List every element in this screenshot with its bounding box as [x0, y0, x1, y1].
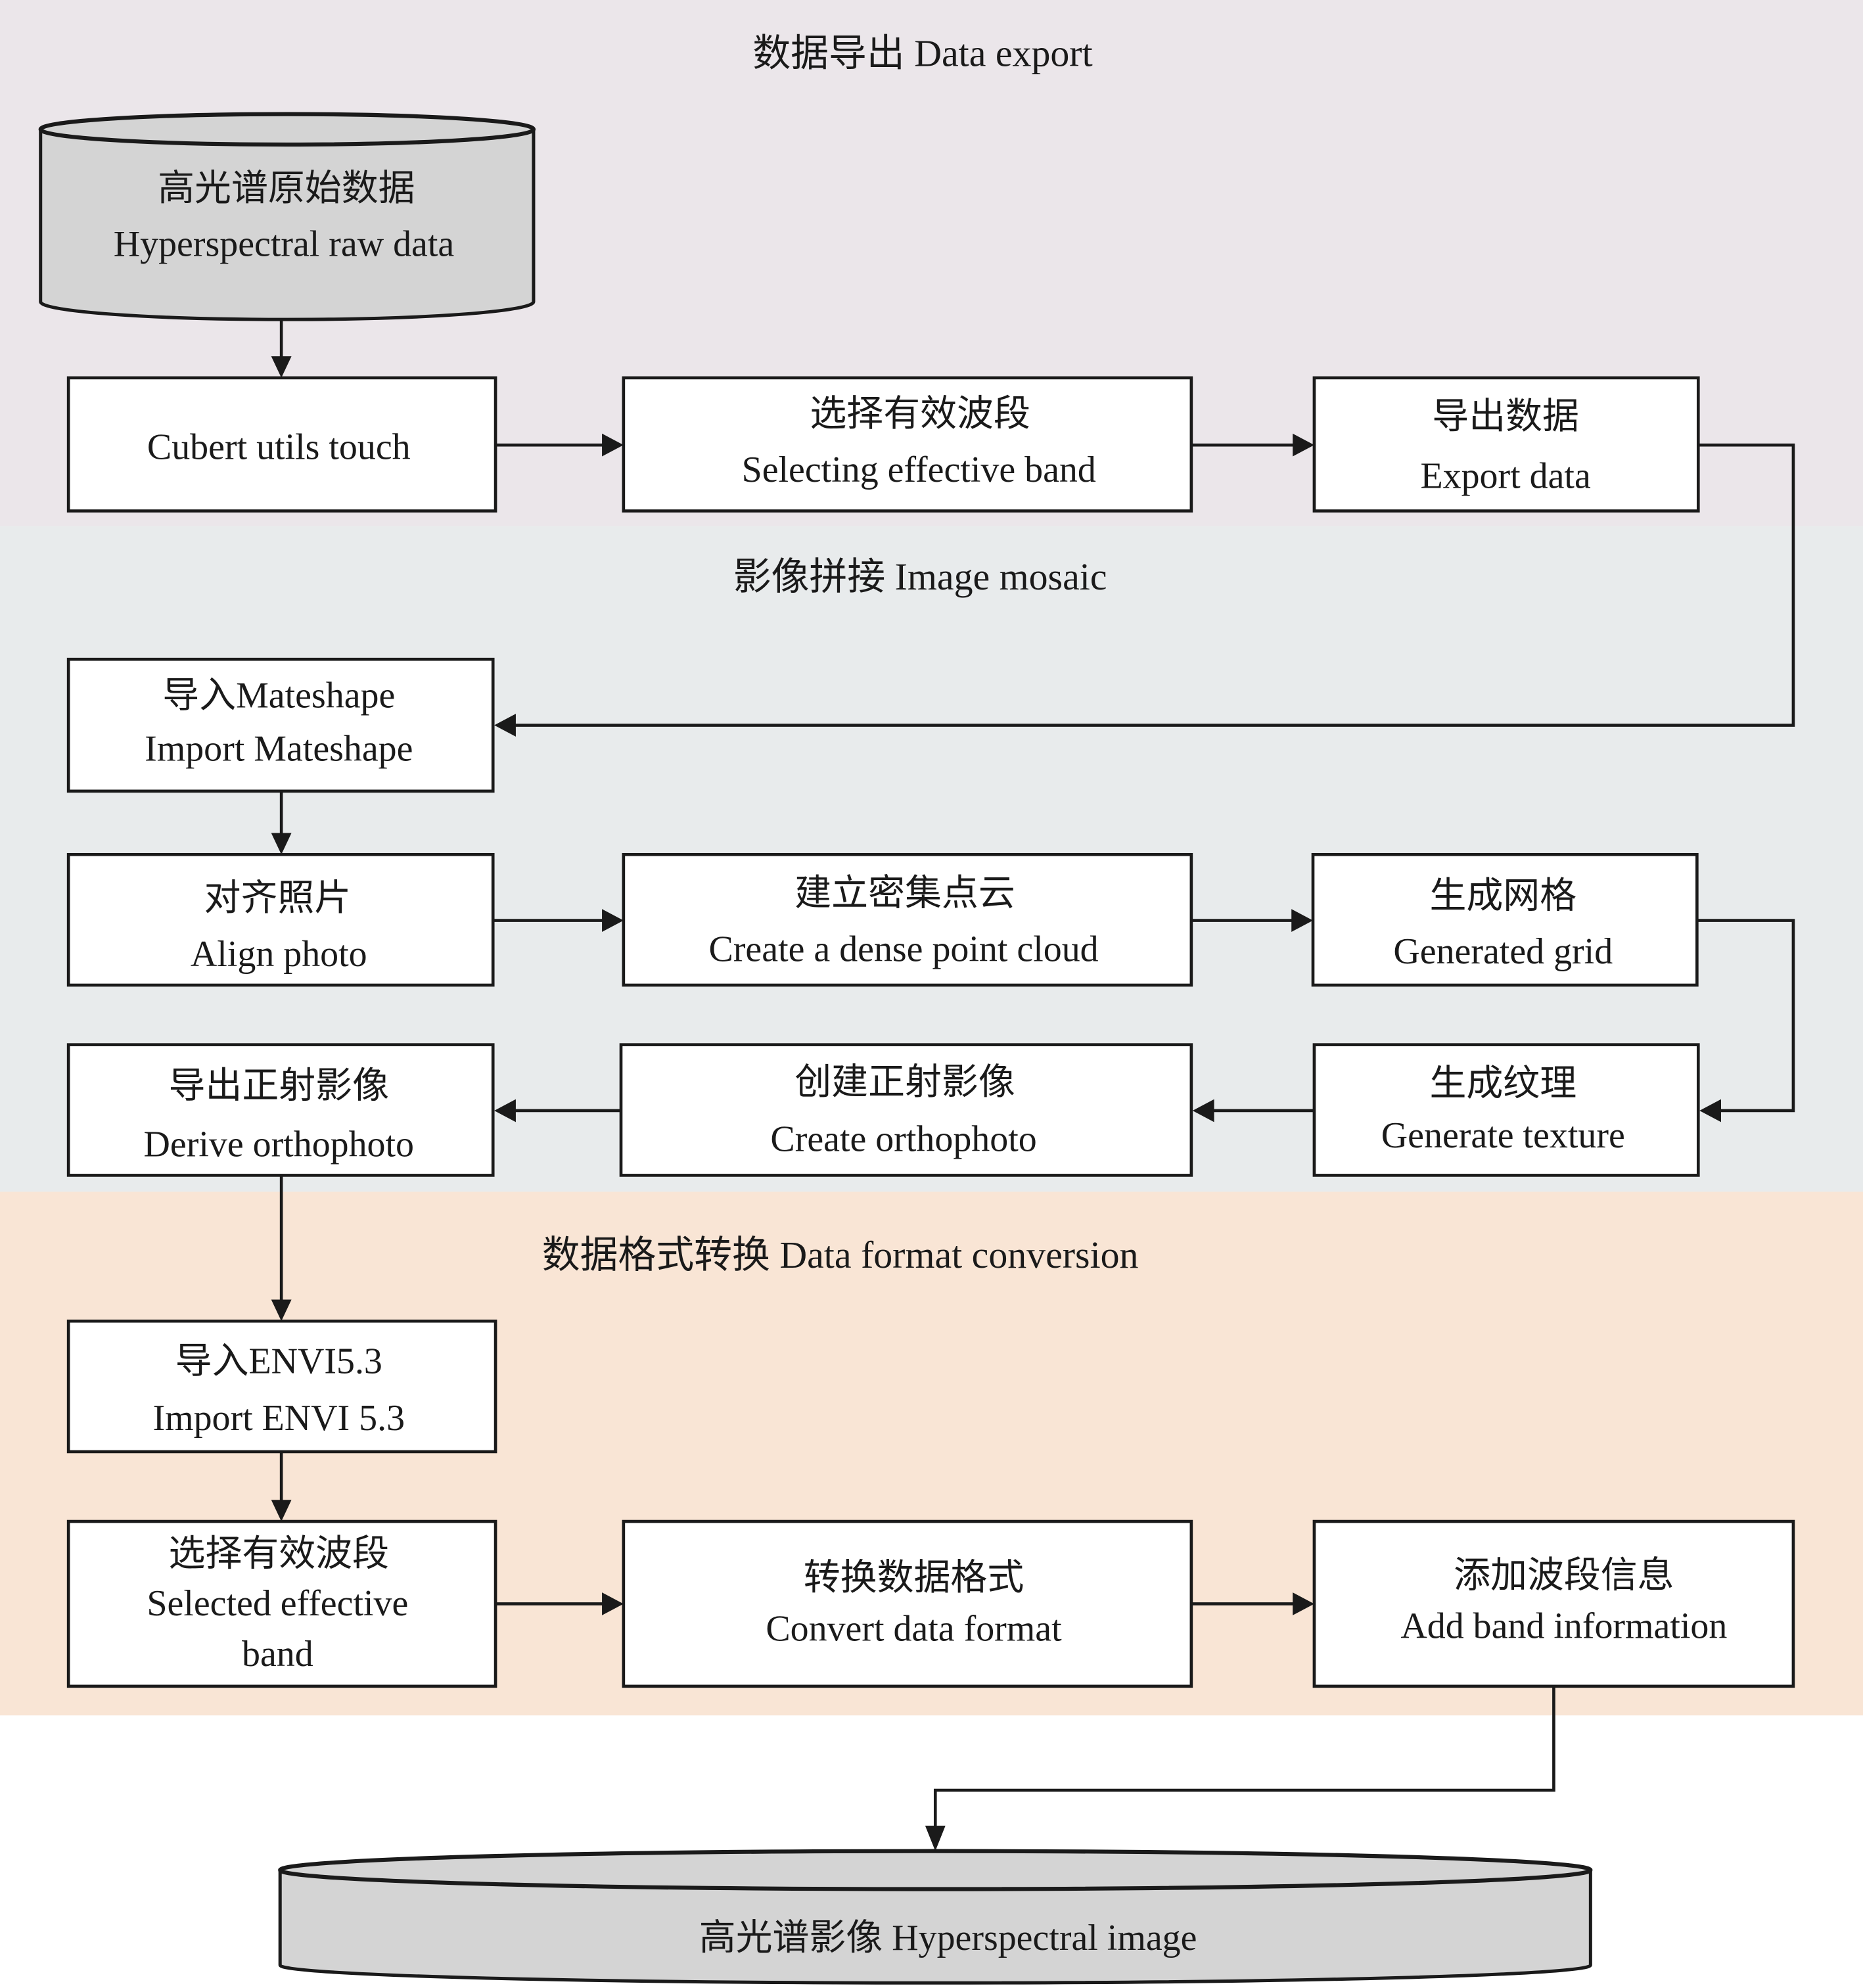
process-box — [66, 657, 495, 793]
node-label: 导入Mateshape — [162, 675, 395, 716]
node-label: Derive orthophoto — [144, 1124, 414, 1165]
node-label: Add band information — [1400, 1606, 1727, 1647]
node-label: Hyperspectral raw data — [114, 224, 455, 265]
node-import-envi: 导入ENVI5.3 Import ENVI 5.3 — [66, 1319, 497, 1454]
node-label: Generated grid — [1393, 931, 1613, 972]
process-box — [66, 852, 495, 987]
process-box — [66, 1519, 497, 1688]
node-hyperspectral-image: 高光谱影像 Hyperspectral image — [278, 1849, 1593, 1985]
node-label: Align photo — [191, 934, 367, 975]
arrowhead-left-icon — [494, 1099, 516, 1122]
node-cubert: Cubert utils touch — [66, 376, 497, 513]
node-label: band — [242, 1634, 313, 1675]
node-label: 转换数据格式 — [804, 1558, 1024, 1598]
process-box — [1312, 376, 1700, 513]
node-generate-texture: 生成纹理 Generate texture — [1312, 1043, 1700, 1177]
arrowhead-down-icon — [925, 1826, 946, 1851]
section-title-image-mosaic: 影像拼接 Image mosaic — [733, 555, 1107, 598]
node-label: Selected effective — [147, 1583, 408, 1624]
node-label: 生成网格 — [1429, 875, 1576, 916]
node-dense-cloud: 建立密集点云 Create a dense point cloud — [622, 852, 1193, 987]
node-export-data: 导出数据 Export data — [1312, 376, 1700, 513]
node-label: 创建正射影像 — [794, 1062, 1015, 1103]
node-label: 建立密集点云 — [794, 873, 1015, 913]
node-label: Cubert utils touch — [147, 427, 411, 467]
node-raw-data: 高光谱原始数据 Hyperspectral raw data — [38, 112, 536, 321]
node-label: 选择有效波段 — [169, 1534, 389, 1575]
process-box — [622, 1519, 1193, 1688]
section-title-format-conversion: 数据格式转换 Data format conversion — [542, 1234, 1139, 1276]
database-icon — [278, 1870, 1592, 1985]
process-box — [622, 852, 1193, 987]
arrowhead-left-icon — [1699, 1099, 1721, 1122]
node-label: 生成纹理 — [1429, 1063, 1576, 1104]
arrowhead-right-icon — [602, 433, 624, 457]
node-label: 添加波段信息 — [1454, 1555, 1674, 1596]
edge-grid-to-texture — [1697, 919, 1795, 1113]
database-icon — [39, 129, 536, 321]
node-create-orthophoto: 创建正射影像 Create orthophoto — [619, 1043, 1193, 1177]
arrowhead-down-icon — [271, 356, 292, 378]
process-box — [1312, 1043, 1700, 1177]
process-box — [1311, 852, 1699, 987]
arrowhead-left-icon — [494, 714, 516, 737]
node-label: 高光谱影像 Hyperspectral image — [699, 1918, 1197, 1958]
arrowhead-down-icon — [271, 1500, 292, 1522]
node-add-band-info: 添加波段信息 Add band information — [1312, 1519, 1795, 1688]
arrowhead-right-icon — [602, 1592, 624, 1615]
process-box — [66, 1043, 495, 1177]
arrowhead-right-icon — [1291, 909, 1313, 932]
arrowhead-right-icon — [1293, 433, 1314, 457]
arrowhead-down-icon — [271, 833, 292, 855]
process-box — [66, 376, 497, 513]
node-label: Generate texture — [1381, 1115, 1625, 1156]
node-label: Export data — [1421, 456, 1591, 497]
node-derive-orthophoto: 导出正射影像 Derive orthophoto — [66, 1043, 495, 1177]
process-box — [622, 376, 1193, 513]
node-align-photo: 对齐照片 Align photo — [66, 852, 495, 987]
process-box — [1312, 1519, 1795, 1688]
node-import-mateshape: 导入Mateshape Import Mateshape — [66, 657, 495, 793]
section-title-data-export: 数据导出 Data export — [752, 32, 1092, 74]
node-label: 导出数据 — [1432, 396, 1579, 437]
arrowhead-right-icon — [1293, 1592, 1314, 1615]
database-top — [38, 112, 536, 147]
connectors — [271, 318, 1795, 1851]
process-box — [619, 1043, 1193, 1177]
node-label: 高光谱原始数据 — [158, 168, 415, 209]
database-top — [278, 1849, 1593, 1891]
node-label: 导入ENVI5.3 — [175, 1341, 382, 1381]
node-label: Create a dense point cloud — [709, 929, 1099, 969]
arrowhead-down-icon — [271, 1299, 292, 1322]
node-label: Import Mateshape — [145, 729, 413, 770]
node-select-band-2: 选择有效波段 Selected effective band — [66, 1519, 497, 1688]
node-generated-grid: 生成网格 Generated grid — [1311, 852, 1699, 987]
node-label: 选择有效波段 — [810, 394, 1030, 434]
node-label: Convert data format — [766, 1608, 1062, 1649]
node-select-band-1: 选择有效波段 Selecting effective band — [622, 376, 1193, 513]
node-label: 导出正射影像 — [169, 1066, 389, 1107]
arrowhead-left-icon — [1192, 1099, 1214, 1122]
arrowhead-right-icon — [602, 909, 624, 932]
node-label: Create orthophoto — [770, 1119, 1036, 1160]
node-label: Selecting effective band — [742, 450, 1096, 490]
node-label: 对齐照片 — [204, 878, 352, 919]
edge-addband-to-image — [933, 1686, 1555, 1828]
process-box — [66, 1319, 497, 1454]
node-label: Import ENVI 5.3 — [153, 1398, 405, 1439]
node-convert-format: 转换数据格式 Convert data format — [622, 1519, 1193, 1688]
edge-export-to-mateshape — [515, 443, 1795, 727]
